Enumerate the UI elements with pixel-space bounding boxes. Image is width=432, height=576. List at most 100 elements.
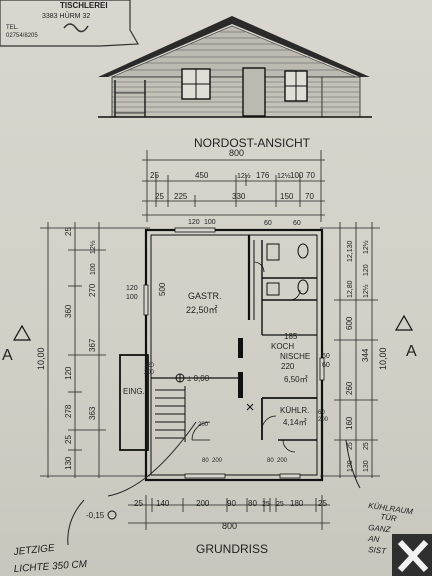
left-in-2: 100 (90, 263, 97, 275)
top-dim2-1: 25 (155, 192, 164, 201)
bot-dim-8: 180 (290, 499, 304, 508)
win2b-label: 60 (322, 362, 330, 369)
w2-label: 60 (293, 220, 301, 227)
door-south-2 (279, 473, 301, 479)
bot-dim-4: 90 (227, 499, 236, 508)
bot-dim-6: 25 (262, 501, 270, 508)
d4-label: 80 (202, 458, 209, 464)
door-south (184, 473, 226, 479)
note-arrow-right (345, 439, 361, 489)
right-mid-2: 12,80 (347, 280, 354, 298)
bottom-dims-row1: 25 140 200 90 80 25 25 180 25 (134, 499, 327, 508)
top-dim2-2: 225 (174, 192, 188, 201)
bottom-dimension-lines (128, 495, 330, 530)
room-eing-name: EING. (123, 387, 145, 396)
note-left-line1: JETZIGE (12, 543, 55, 558)
right-mid-3: 600 (345, 316, 354, 330)
toilet-2-icon (297, 279, 309, 295)
right-mid-4: 260 (345, 381, 354, 395)
room-koch-dim2: 220 (281, 362, 295, 371)
win1-label: 120 (126, 285, 138, 292)
stamp-address: 3383 HÜRM 32 (42, 12, 90, 20)
right-dimension-lines (320, 222, 380, 478)
w1-label: 60 (264, 220, 272, 227)
d6-label: 80 (267, 458, 274, 464)
stamp-company: TISCHLEREI (60, 1, 108, 10)
section-label-right: A (406, 343, 417, 360)
left-dimension-lines (40, 222, 150, 478)
d4b-label: 200 (212, 458, 223, 464)
note-left-line2: LICHTE 350 CM (13, 559, 88, 575)
section-marker-right: A (394, 314, 417, 360)
top-dim2-4: 150 (280, 192, 294, 201)
top-dimension-lines (142, 150, 325, 222)
room-kuehlr-area: 4,14㎡ (283, 418, 307, 427)
bot-dim-5: 80 (248, 499, 257, 508)
top-dim-1: 25 (150, 171, 159, 180)
toilet-1-icon (297, 243, 309, 259)
left-mid-1: 25 (64, 227, 73, 236)
room-koch-name1: KOCH (271, 342, 294, 351)
left-in-3: 270 (88, 283, 97, 297)
top-dim2-5: 70 (305, 192, 314, 201)
d3b-label: 200 (318, 417, 329, 423)
right-mid-6: 25 (347, 442, 354, 450)
door-elevation (242, 67, 266, 117)
right-outer-dim: 10,00 (378, 347, 388, 370)
room-gastr-area: 22,50㎡ (186, 305, 218, 315)
level-main: ± 0,00 (187, 374, 210, 383)
elevation-title: NORDOST-ANSICHT (194, 136, 311, 150)
handwritten-notes-left: JETZIGE LICHTE 350 CM (12, 421, 197, 575)
note-right-line2: TÜR (380, 512, 398, 523)
wall-block-2 (238, 372, 243, 398)
plan-title: GRUNDRISS (196, 542, 268, 556)
bot-dim-1: 25 (134, 499, 143, 508)
left-in-4: 367 (88, 338, 97, 352)
stamp-tel-label: TEL. (6, 25, 19, 31)
room-kuehlr-name: KÜHLR. (280, 406, 309, 415)
left-middle-dims: 25 360 120 278 25 130 (64, 227, 73, 470)
top-dim2-3: 330 (232, 192, 246, 201)
right-middle-dims: 12,130 12,80 600 260 160 25 130 (345, 240, 354, 472)
left-mid-5: 25 (64, 435, 73, 444)
note-right-line4: AN (367, 534, 380, 544)
top-dims-row2: 25 225 330 150 70 (155, 192, 314, 201)
section-label-left: A (2, 347, 13, 364)
right-in-3: 12½ (362, 284, 370, 298)
top-dim-6: 100 (290, 171, 304, 180)
outside-level-icon (107, 510, 117, 520)
right-mid-7: 130 (347, 460, 354, 472)
bot-dim-2: 140 (156, 499, 170, 508)
room-gastr-name: GASTR. (188, 291, 222, 301)
corner-logo (392, 534, 432, 576)
note-arrow-left (67, 499, 85, 546)
d1-label: 120 (188, 219, 200, 226)
top-dim-4: 176 (256, 171, 270, 180)
left-inner-dims: 12½ 100 270 367 363 (88, 240, 97, 420)
company-stamp: TISCHLEREI 3383 HÜRM 32 TEL. 02754/8205 (0, 0, 140, 47)
n500-label: 500 (158, 282, 167, 296)
inner-wall-line (150, 234, 318, 476)
section-marker-left: A (2, 324, 32, 364)
room-koch-dim: 185 (284, 332, 298, 341)
bot-dim-9: 25 (318, 499, 327, 508)
wc-basin-1 (266, 243, 280, 261)
stamp-logo-icon (63, 23, 89, 33)
right-in-2: 120 (363, 264, 370, 276)
right-mid-5: 160 (345, 416, 354, 430)
floor-plan (119, 227, 325, 482)
door-swings (191, 261, 301, 453)
elevation-view (98, 16, 372, 118)
top-total-dim: 800 (229, 148, 244, 158)
top-dim-5: 12½ (277, 172, 291, 180)
corner-logo-icon (397, 539, 429, 573)
gable (111, 25, 357, 78)
entrance-steps (155, 386, 186, 442)
section-arrow-left-icon (12, 324, 32, 341)
n100-label: 100 (204, 219, 216, 226)
win2-label: 60 (322, 353, 330, 360)
window-east (319, 357, 325, 381)
win1b-label: 100 (126, 294, 138, 301)
left-mid-4: 278 (64, 404, 73, 418)
